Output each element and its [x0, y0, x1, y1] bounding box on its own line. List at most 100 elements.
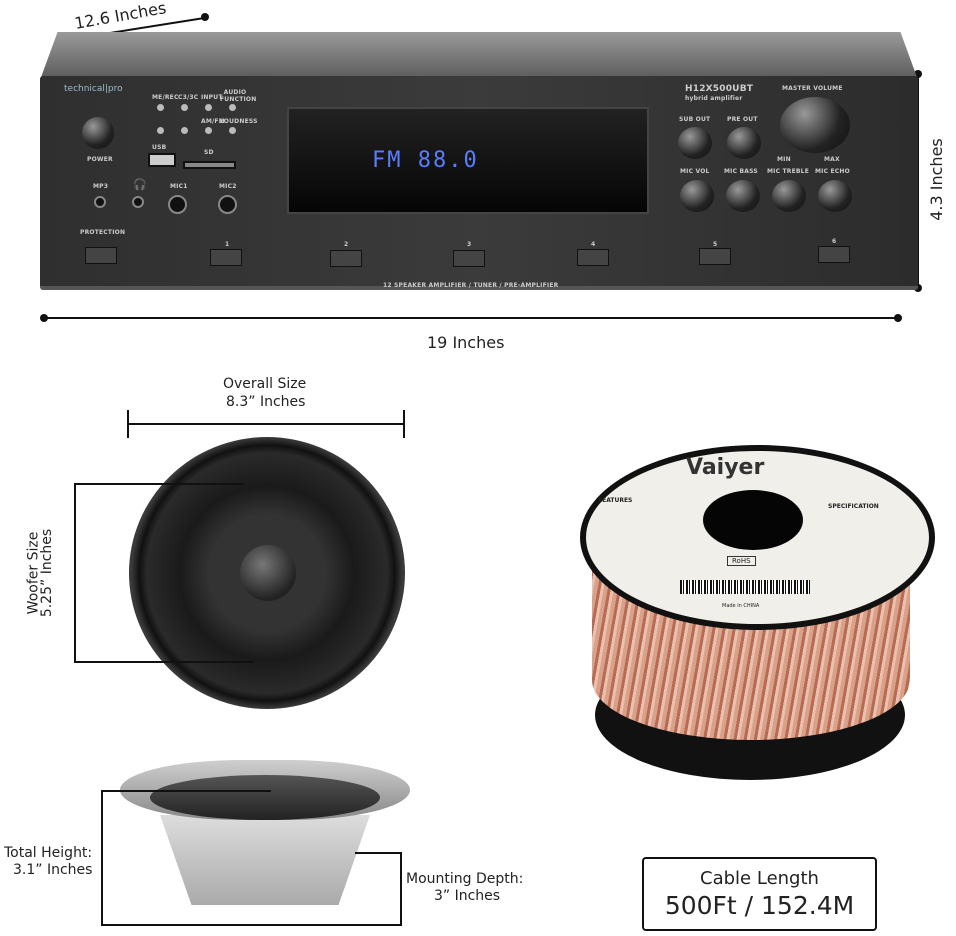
amplifier-top [40, 32, 918, 80]
headphone-jack [132, 196, 144, 208]
cable-length-box: Cable Length 500Ft / 152.4M [642, 857, 877, 931]
power-label: POWER [87, 156, 113, 163]
dimension-tick [101, 924, 401, 926]
brand-logo: technical|pro [64, 84, 123, 94]
button-label: C3/3C [178, 94, 199, 101]
button-label: AUDIO FUNCTION [220, 89, 257, 103]
function-button [157, 127, 164, 134]
amp-height-label: 4.3 Inches [926, 138, 946, 221]
zone-label: 6 [832, 238, 837, 245]
model-subtitle: hybrid amplifier [685, 95, 743, 102]
sd-label: SD [204, 149, 214, 156]
dimension-endpoint [894, 314, 902, 322]
function-button [229, 127, 236, 134]
mic1-jack [168, 195, 187, 214]
function-button [181, 127, 188, 134]
woofer-dimension-line [74, 483, 76, 663]
mic-vol-knob [680, 180, 714, 212]
mic-echo-knob [818, 180, 852, 212]
min-label: MIN [777, 156, 791, 163]
display-readout: FM 88.0 [372, 148, 479, 173]
spool-hole [703, 490, 803, 550]
dimension-endpoint [201, 13, 209, 21]
zone-5-button [699, 248, 731, 265]
zone-label: 4 [591, 241, 596, 248]
total-height-title: Total Height: [4, 845, 93, 861]
overall-size-value: 8.3” Inches [226, 394, 306, 410]
zone-4-button [577, 249, 609, 266]
zone-label: 5 [713, 241, 718, 248]
mic2-jack [218, 195, 237, 214]
overall-dimension-line [127, 423, 405, 425]
protection-indicator [85, 247, 117, 264]
amp-width-label: 19 Inches [427, 333, 505, 352]
woofer-size-value: 5.25” Inches [39, 528, 56, 618]
barcode [680, 580, 810, 594]
mic-treble-label: MIC TREBLE [767, 168, 810, 175]
mic-bass-knob [726, 180, 760, 212]
dimension-endpoint [914, 284, 922, 292]
button-label: ME/REC [152, 94, 179, 101]
spec-title: SPECIFICATION [828, 503, 879, 510]
button-label: AM/FM [201, 118, 225, 125]
power-button [82, 117, 114, 149]
features-title: FEATURES [598, 497, 633, 504]
master-volume-label: MASTER VOLUME [782, 85, 843, 92]
zone-label: 3 [467, 241, 472, 248]
cable-length-title: Cable Length [700, 868, 819, 889]
sub-out-label: SUB OUT [679, 116, 711, 123]
dimension-tick [403, 410, 405, 438]
function-button [205, 127, 212, 134]
model-label: H12X500UBT [685, 84, 754, 94]
total-height-value: 3.1” Inches [13, 862, 93, 878]
mounting-depth-line [400, 852, 402, 926]
usb-label: USB [152, 144, 167, 151]
mounting-depth-title: Mounting Depth: [406, 871, 524, 887]
usb-port [148, 153, 176, 167]
protection-label: PROTECTION [80, 229, 126, 236]
master-volume-knob [780, 97, 850, 153]
height-dimension-line [917, 74, 919, 288]
pre-out-label: PRE OUT [727, 116, 758, 123]
spool-brand-logo: Vaiyer [686, 455, 765, 480]
zone-6-button [818, 246, 850, 263]
total-height-line [101, 790, 103, 926]
function-button [205, 104, 212, 111]
dimension-tick [101, 790, 271, 792]
mic-bass-label: MIC BASS [724, 168, 758, 175]
speaker-cone [150, 775, 380, 820]
dimension-tick [74, 483, 244, 485]
pre-out-knob [727, 127, 761, 159]
function-button [229, 104, 236, 111]
function-button [181, 104, 188, 111]
speaker-basket [160, 815, 370, 905]
button-label: LOUDNESS [220, 118, 258, 125]
amp-depth-label: 12.6 Inches [73, 0, 168, 33]
zone-1-button [210, 249, 242, 266]
overall-size-title: Overall Size [223, 376, 307, 392]
origin-label: Made in CHINA [722, 603, 760, 609]
sub-out-knob [678, 127, 712, 159]
rohs-badge: RoHS [727, 556, 756, 566]
dimension-tick [127, 410, 129, 438]
zone-label: 1 [225, 241, 230, 248]
dimension-endpoint [914, 70, 922, 78]
dimension-tick [355, 852, 402, 854]
zone-label: 2 [344, 241, 349, 248]
function-button [157, 104, 164, 111]
mp3-label: MP3 [93, 183, 109, 190]
max-label: MAX [824, 156, 840, 163]
speaker-tweeter [240, 545, 296, 601]
mic-echo-label: MIC ECHO [815, 168, 850, 175]
amp-bottom-label: 12 SPEAKER AMPLIFIER / TUNER / PRE-AMPLI… [383, 282, 559, 289]
button-label: INPUT [201, 94, 223, 101]
dimension-tick [74, 661, 254, 663]
mic1-label: MIC1 [170, 183, 188, 190]
width-dimension-line [43, 317, 898, 319]
zone-2-button [330, 250, 362, 267]
sd-slot [183, 161, 236, 169]
cable-length-value: 500Ft / 152.4M [664, 891, 855, 920]
dimension-endpoint [40, 314, 48, 322]
mic-treble-knob [772, 180, 806, 212]
zone-3-button [453, 250, 485, 267]
